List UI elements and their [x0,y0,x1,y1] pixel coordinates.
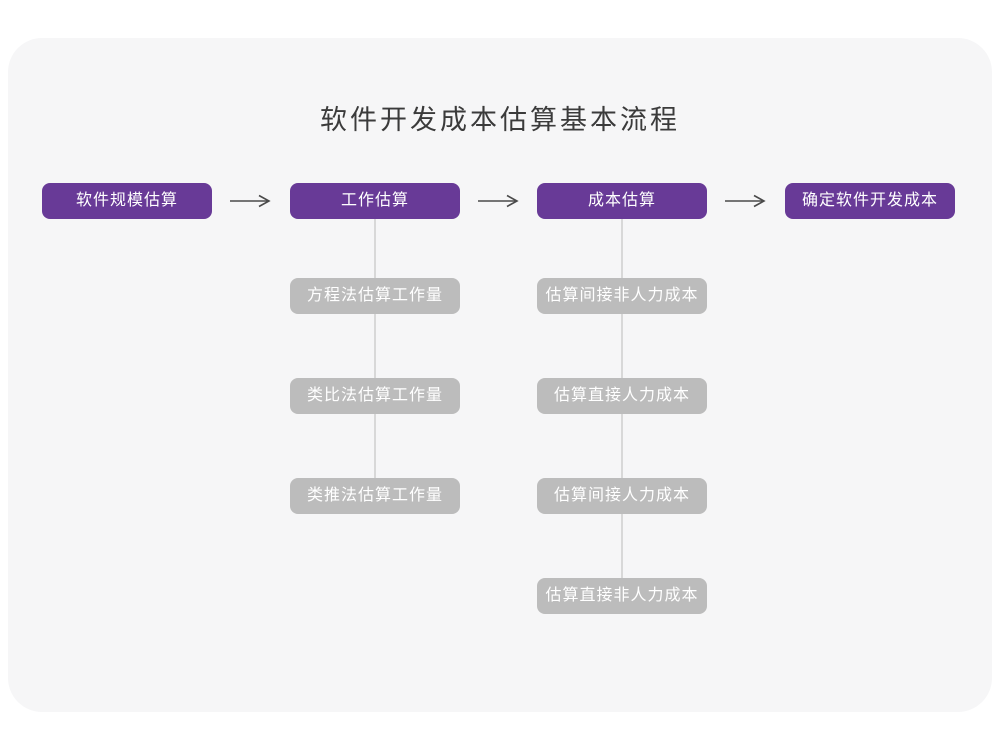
flow-step-cost-estimation: 成本估算 [537,183,707,219]
work-method-extrapolation: 类推法估算工作量 [290,478,460,514]
diagram-title: 软件开发成本估算基本流程 [320,105,680,135]
flow-step-work-estimation: 工作估算 [290,183,460,219]
cost-step-indirect-nonlabor: 估算间接非人力成本 [537,278,707,314]
right-arrow-icon [228,193,272,209]
flow-step-determine-dev-cost: 确定软件开发成本 [785,183,955,219]
work-method-equation: 方程法估算工作量 [290,278,460,314]
diagram-card [8,38,992,712]
cost-step-indirect-labor: 估算间接人力成本 [537,478,707,514]
cost-step-direct-nonlabor: 估算直接非人力成本 [537,578,707,614]
right-arrow-icon [476,193,520,209]
connector-line-work [374,219,376,496]
right-arrow-icon [723,193,767,209]
cost-step-direct-labor: 估算直接人力成本 [537,378,707,414]
flow-step-software-scale-estimation: 软件规模估算 [42,183,212,219]
work-method-analogy: 类比法估算工作量 [290,378,460,414]
